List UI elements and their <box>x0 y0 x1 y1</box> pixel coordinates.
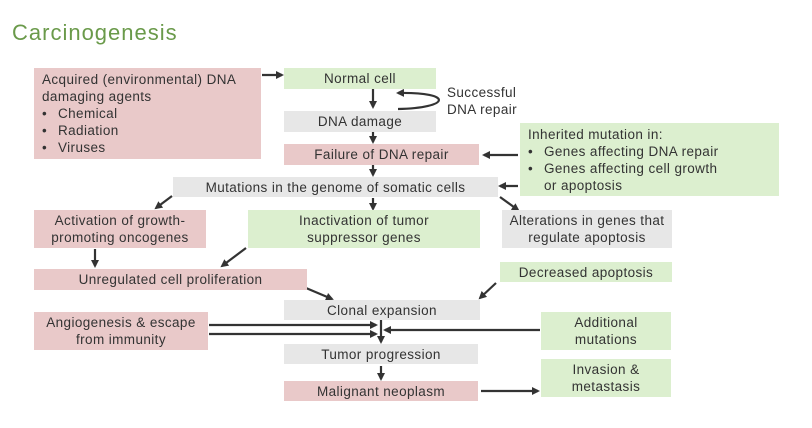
arrow-mutations-to-apoptosis-genes <box>499 196 520 212</box>
inherited-item: •Genes affecting cell growth or apoptosi… <box>528 160 718 193</box>
arrow-mutations-to-oncogenes <box>154 195 173 210</box>
acquired-item: •Viruses <box>42 140 106 155</box>
dna-damage-box: DNA damage <box>284 111 436 132</box>
additional-mutations-box: Additional mutations <box>541 312 671 350</box>
normal-cell-box: Normal cell <box>284 68 436 89</box>
arrow-successful-repair-loop <box>396 88 440 111</box>
arrow-suppressor-to-unregulated <box>220 247 247 268</box>
acquired-item: •Radiation <box>42 123 119 138</box>
invasion-metastasis-box: Invasion & metastasis <box>541 359 671 397</box>
failure-dna-repair-box: Failure of DNA repair <box>284 144 479 165</box>
acquired-heading: Acquired (environmental) DNA damaging ag… <box>42 72 236 104</box>
malignant-neoplasm-box: Malignant neoplasm <box>284 381 478 401</box>
inherited-item: •Genes affecting DNA repair <box>528 143 719 159</box>
acquired-agents-box: Acquired (environmental) DNA damaging ag… <box>34 68 261 159</box>
decreased-apoptosis-box: Decreased apoptosis <box>500 262 672 282</box>
arrow-unregulated-to-clonal <box>305 286 334 301</box>
successful-repair-label: Successful DNA repair <box>447 85 518 117</box>
diagram-title: Carcinogenesis <box>12 20 178 45</box>
unregulated-proliferation-box: Unregulated cell proliferation <box>34 269 307 290</box>
inherited-heading: Inherited mutation in: <box>528 126 663 142</box>
arrow-decreased-to-clonal <box>478 282 497 300</box>
oncogenes-box: Activation of growth- promoting oncogene… <box>34 210 206 248</box>
acquired-item: •Chemical <box>42 106 118 121</box>
angiogenesis-box: Angiogenesis & escape from immunity <box>34 312 208 350</box>
tumor-progression-box: Tumor progression <box>284 344 478 364</box>
inherited-mutation-box: Inherited mutation in: •Genes affecting … <box>520 123 779 196</box>
clonal-expansion-box: Clonal expansion <box>284 300 480 320</box>
apoptosis-genes-box: Alterations in genes that regulate apopt… <box>502 210 672 248</box>
mutations-somatic-box: Mutations in the genome of somatic cells <box>173 177 498 197</box>
tumor-suppressor-box: Inactivation of tumor suppressor genes <box>248 210 480 248</box>
